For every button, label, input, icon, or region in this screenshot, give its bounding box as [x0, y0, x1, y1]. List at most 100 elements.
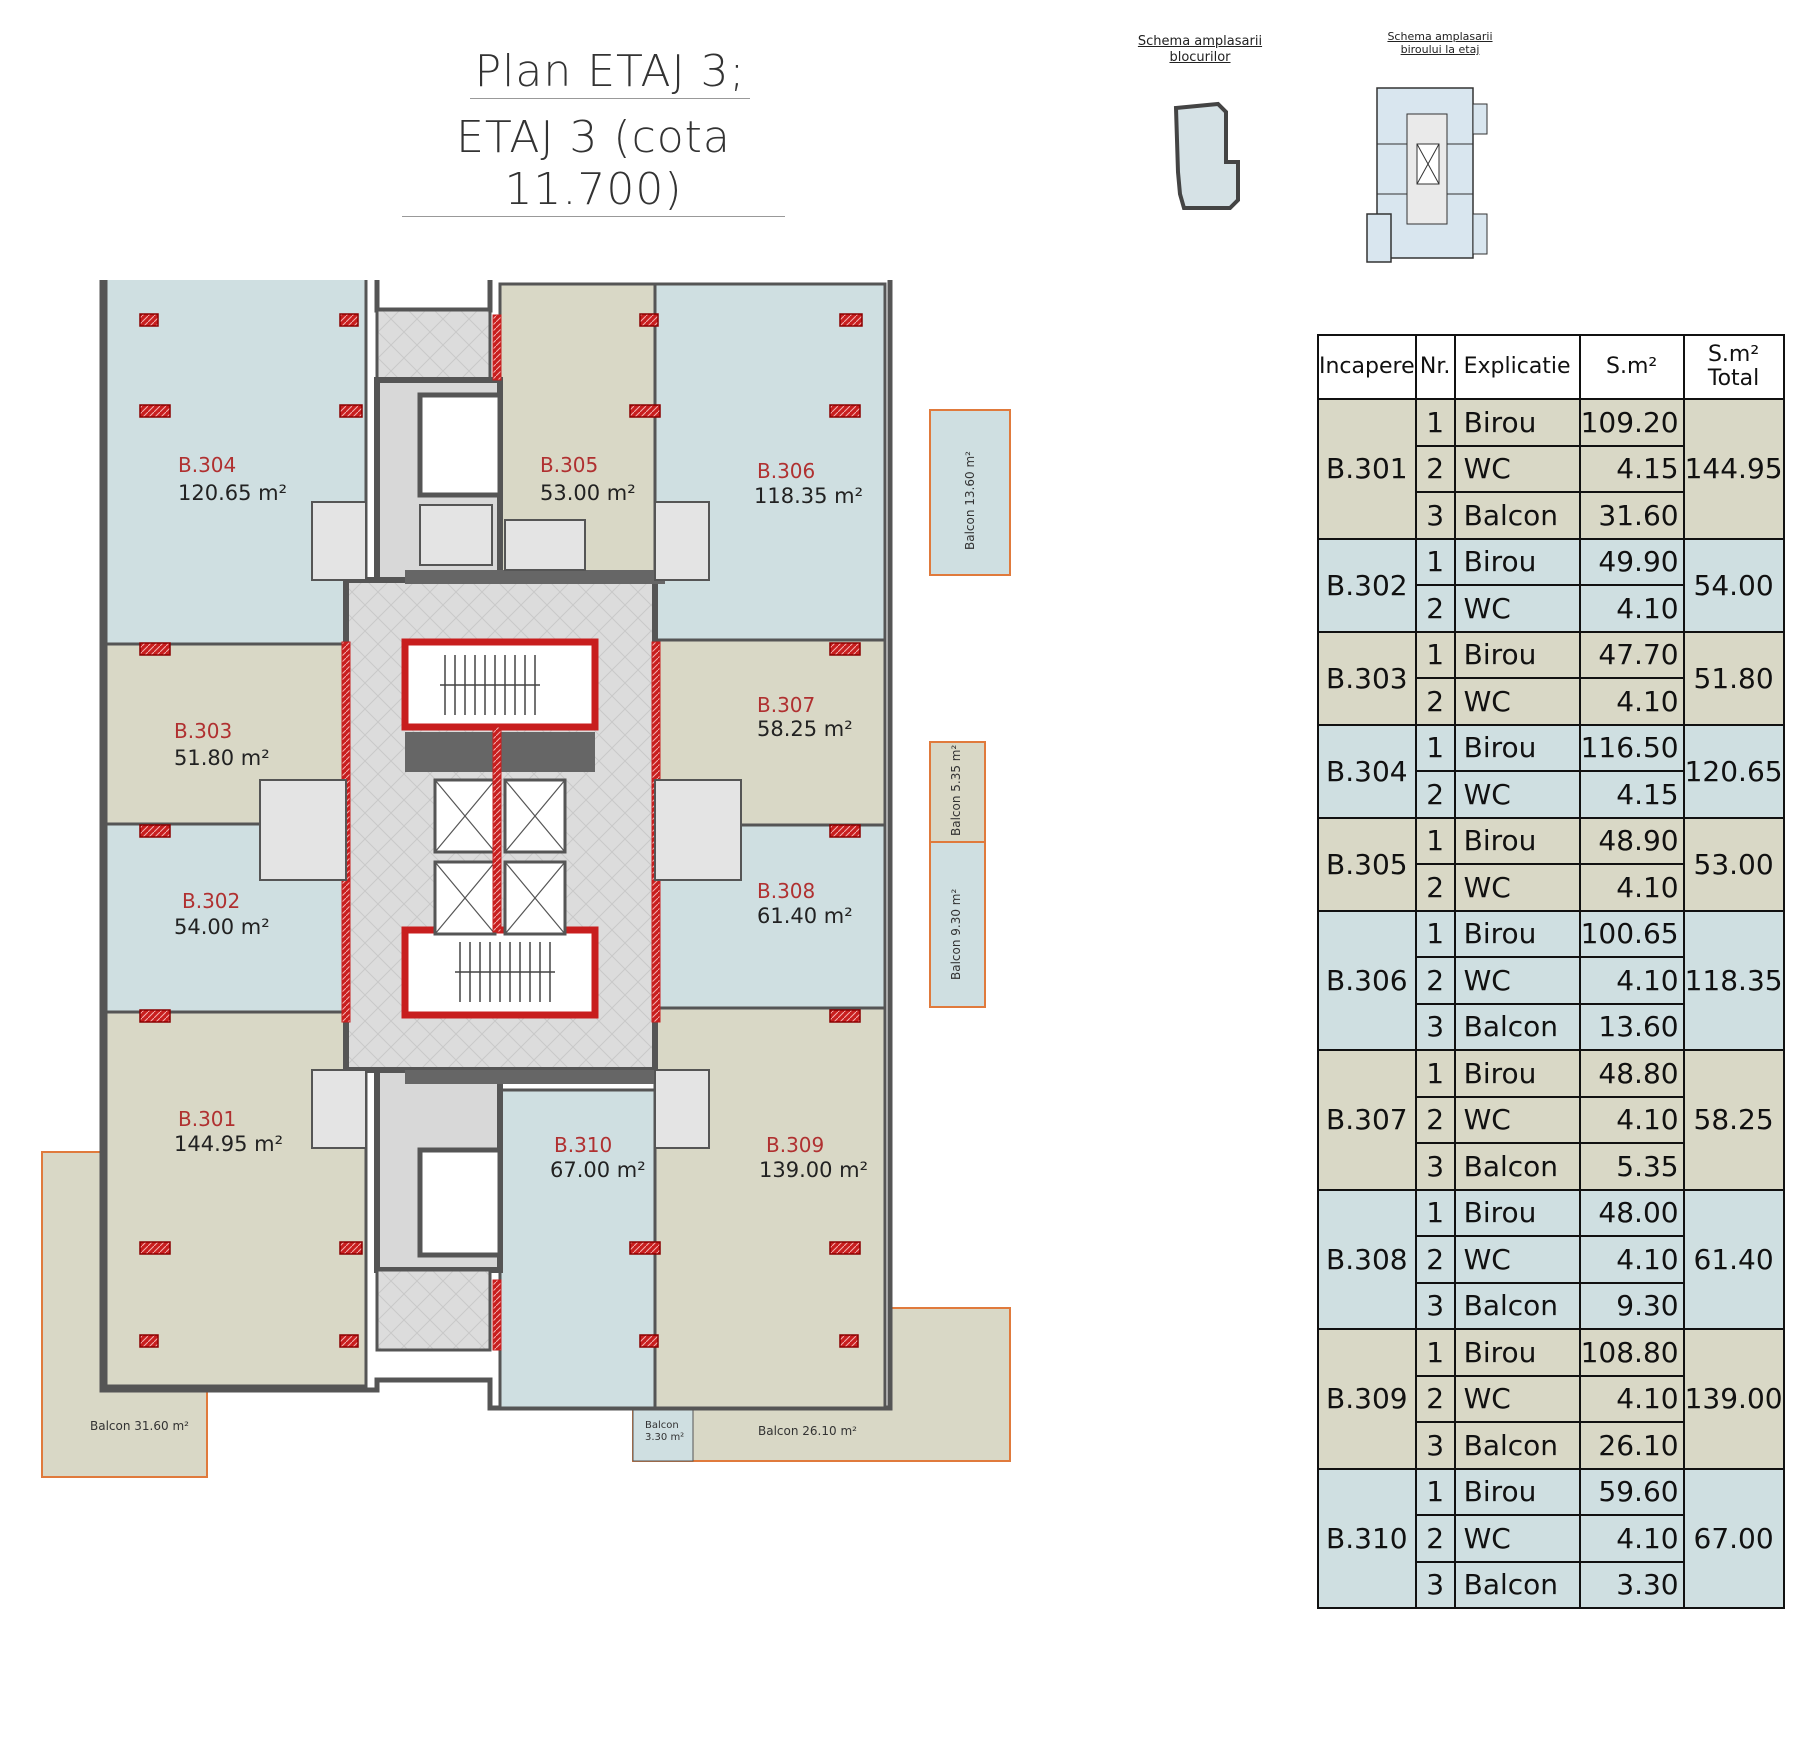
room-area-b307: 58.25 m²: [757, 717, 853, 741]
table-area-cell: 3.30: [1578, 1560, 1685, 1609]
table-explanation-cell: Birou: [1453, 1049, 1581, 1098]
room-area-b302: 54.00 m²: [174, 915, 270, 939]
blocks-schema-caption: Schema amplasarii blocurilor: [1125, 34, 1275, 66]
table-nr-cell: 2: [1414, 1095, 1456, 1144]
area-table: Incapere Nr. Explicatie S.m² S.m² Total …: [1317, 334, 1785, 1609]
table-area-cell: 4.10: [1578, 1374, 1685, 1423]
table-room-cell: B.301: [1317, 398, 1417, 540]
blocks-schema-caption-line2: blocurilor: [1169, 50, 1231, 65]
room-area-b301: 144.95 m²: [174, 1132, 283, 1156]
table-nr-cell: 2: [1414, 1514, 1456, 1563]
table-total-cell: 118.35: [1682, 909, 1785, 1051]
room-area-b308: 61.40 m²: [757, 904, 853, 928]
table-area-cell: 48.90: [1578, 816, 1685, 865]
room-label-b308: B.308: [757, 879, 815, 903]
table-room-cell: B.310: [1317, 1467, 1417, 1609]
blocks-schema-caption-line1: Schema amplasarii: [1137, 34, 1263, 49]
room-label-b305: B.305: [540, 453, 598, 477]
table-nr-cell: 3: [1414, 1560, 1456, 1609]
room-label-b307: B.307: [757, 693, 815, 717]
balcony-labels: Balcon 13.60 m² Balcon 5.35 m² Balcon 9.…: [90, 451, 977, 1443]
table-explanation-cell: Balcon: [1453, 1560, 1581, 1609]
office-schema-caption-line1: Schema amplasarii: [1387, 30, 1493, 43]
blocks-schema-thumbnail: [1173, 101, 1240, 210]
table-room-cell: B.309: [1317, 1328, 1417, 1470]
room-label-b309: B.309: [766, 1133, 824, 1157]
table-nr-cell: 2: [1414, 956, 1456, 1005]
table-area-cell: 116.50: [1578, 723, 1685, 772]
table-nr-cell: 3: [1414, 1142, 1456, 1191]
offices-layer: [104, 280, 887, 1410]
office-schema-caption: Schema amplasarii biroului la etaj: [1365, 30, 1515, 56]
table-explanation-cell: Birou: [1453, 630, 1581, 679]
table-total-cell: 61.40: [1682, 1188, 1785, 1330]
table-explanation-cell: Birou: [1453, 537, 1581, 586]
table-room-cell: B.302: [1317, 537, 1417, 633]
table-explanation-cell: WC: [1453, 1095, 1581, 1144]
office-schema-thumbnail: [1366, 87, 1488, 263]
table-area-cell: 4.10: [1578, 584, 1685, 633]
balcony-label-b310: Balcon: [645, 1420, 679, 1431]
core-layer: [341, 308, 665, 1352]
col-room: Incapere: [1317, 334, 1417, 400]
table-area-cell: 48.00: [1578, 1188, 1685, 1237]
room-area-b309: 139.00 m²: [759, 1158, 868, 1182]
table-explanation-cell: Balcon: [1453, 1281, 1581, 1330]
table-area-cell: 109.20: [1578, 398, 1685, 447]
table-nr-cell: 1: [1414, 1328, 1456, 1377]
table-nr-cell: 1: [1414, 1467, 1456, 1516]
plan-title: Plan ETAJ 3;: [470, 46, 750, 99]
table-explanation-cell: WC: [1453, 1235, 1581, 1284]
balcony-b306: [929, 409, 1011, 576]
col-total: S.m² Total: [1682, 334, 1785, 400]
table-nr-cell: 1: [1414, 1049, 1456, 1098]
table-area-cell: 4.10: [1578, 677, 1685, 726]
table-area-cell: 4.15: [1578, 444, 1685, 493]
table-nr-cell: 1: [1414, 630, 1456, 679]
table-explanation-cell: Balcon: [1453, 1002, 1581, 1051]
col-total-line1: S.m²: [1707, 342, 1760, 367]
table-area-cell: 48.80: [1578, 1049, 1685, 1098]
table-nr-cell: 1: [1414, 398, 1456, 447]
table-explanation-cell: Birou: [1453, 909, 1581, 958]
table-explanation-cell: WC: [1453, 863, 1581, 912]
table-nr-cell: 2: [1414, 584, 1456, 633]
table-explanation-cell: Birou: [1453, 816, 1581, 865]
table-nr-cell: 1: [1414, 723, 1456, 772]
table-explanation-cell: Birou: [1453, 1467, 1581, 1516]
table-area-cell: 4.10: [1578, 956, 1685, 1005]
col-nr: Nr.: [1414, 334, 1456, 400]
office-b304: [104, 280, 368, 646]
table-area-cell: 4.10: [1578, 1235, 1685, 1284]
table-area-cell: 4.15: [1578, 770, 1685, 819]
table-area-cell: 4.10: [1578, 863, 1685, 912]
room-area-b310: 67.00 m²: [550, 1158, 646, 1182]
table-area-cell: 59.60: [1578, 1467, 1685, 1516]
table-room-cell: B.307: [1317, 1049, 1417, 1191]
table-area-cell: 5.35: [1578, 1142, 1685, 1191]
balcony-label-b306: Balcon 13.60 m²: [963, 451, 977, 550]
table-nr-cell: 2: [1414, 444, 1456, 493]
room-label-b303: B.303: [174, 719, 232, 743]
table-room-cell: B.306: [1317, 909, 1417, 1051]
table-explanation-cell: WC: [1453, 444, 1581, 493]
table-nr-cell: 1: [1414, 816, 1456, 865]
col-total-line2: Total: [1707, 366, 1760, 391]
table-area-cell: 108.80: [1578, 1328, 1685, 1377]
table-total-cell: 67.00: [1682, 1467, 1785, 1609]
room-labels: B.304 120.65 m² B.305 53.00 m² B.306 118…: [174, 453, 868, 1182]
office-b309: [653, 1006, 887, 1410]
table-area-cell: 13.60: [1578, 1002, 1685, 1051]
table-nr-cell: 3: [1414, 1421, 1456, 1470]
table-explanation-cell: Birou: [1453, 1188, 1581, 1237]
wc-layer: [259, 501, 742, 1149]
table-nr-cell: 3: [1414, 491, 1456, 540]
